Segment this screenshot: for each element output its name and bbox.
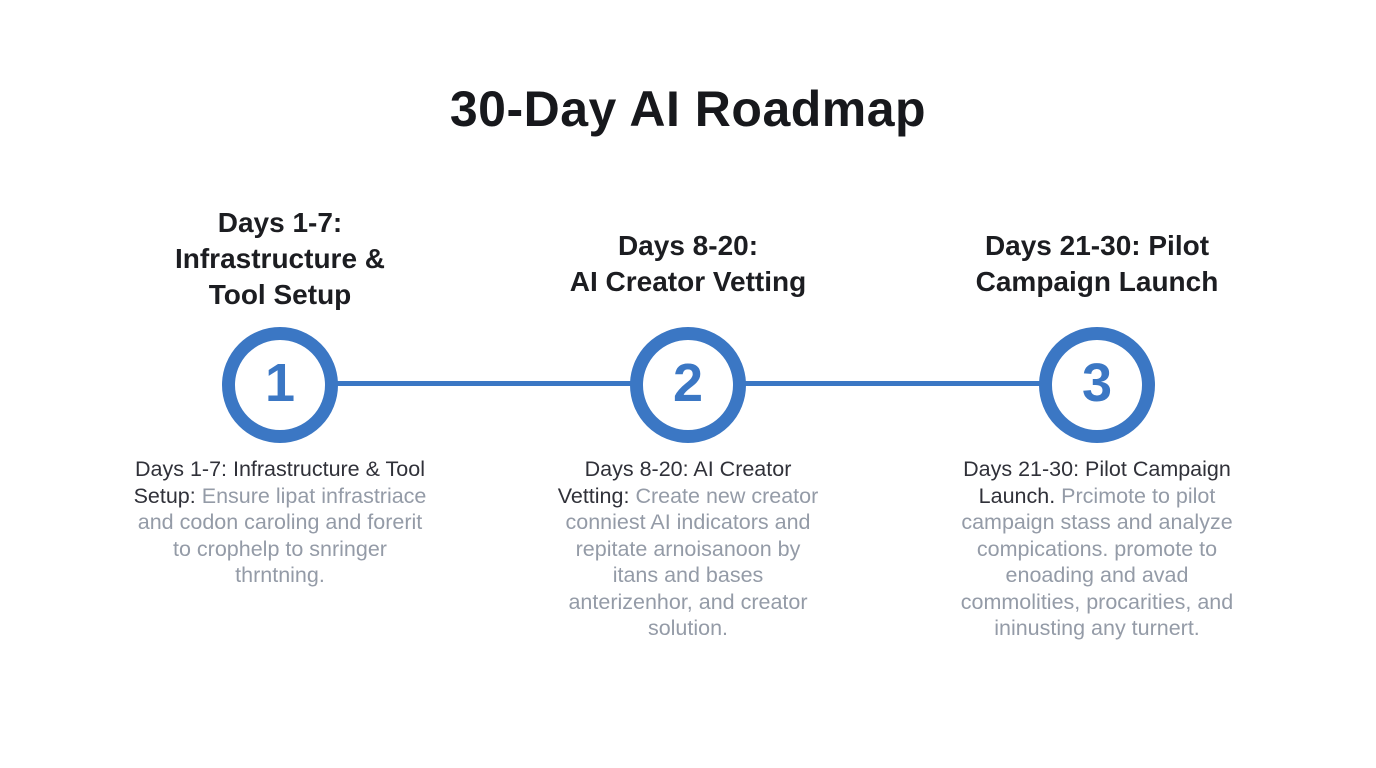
milestone-2-description-lead: Days 8-20: AI Creator Vetting: [557, 457, 792, 508]
page-title: 30-Day AI Roadmap [449, 81, 927, 137]
milestone-1-number: 1 [264, 353, 296, 413]
milestone-2-number: 2 [672, 353, 704, 413]
milestone-3-description-lead: Days 21-30: Pilot Campaign Launch. [963, 457, 1231, 508]
milestone-1-description-lead: Days 1-7: Infrastructure & Tool Setup: [133, 457, 425, 508]
milestone-3-description: Days 21-30: Pilot Campaign Launch. Prcim… [945, 456, 1249, 642]
milestone-1-circle: 1 [222, 327, 338, 443]
milestone-2-description-body: Create new creator conniest AI indicator… [565, 483, 819, 641]
milestone-1-description: Days 1-7: Infrastructure & Tool Setup: E… [132, 456, 428, 589]
milestone-1-heading: Days 1-7:Infrastructure &Tool Setup [174, 207, 386, 310]
milestone-2-description: Days 8-20: AI Creator Vetting: Create ne… [552, 456, 824, 642]
milestone-1-description-body: Ensure lipat infrastriace and codon caro… [137, 483, 427, 588]
milestone-2-heading: Days 8-20:AI Creator Vetting [569, 230, 807, 297]
milestone-3-description-body: Prcimote to pilot campaign stass and ana… [960, 483, 1234, 641]
milestone-3-circle: 3 [1039, 327, 1155, 443]
milestone-2-circle: 2 [630, 327, 746, 443]
milestone-3-number: 3 [1081, 353, 1113, 413]
